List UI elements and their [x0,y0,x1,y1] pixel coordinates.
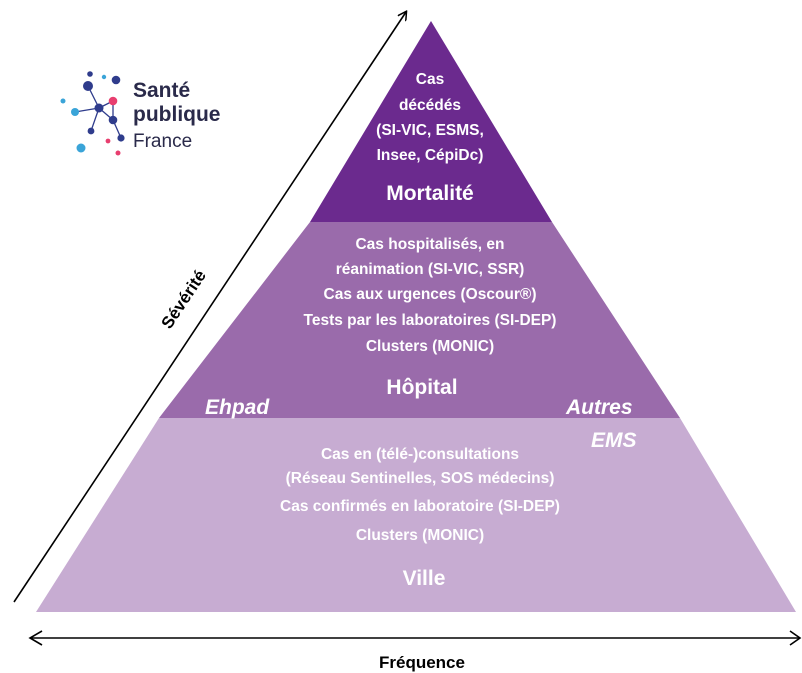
top-tier-line: Cas [416,71,444,88]
ehpad-label: Ehpad [205,396,270,419]
top-tier-text: Cas décédés (SI-VIC, ESMS, Insee, CépiDc… [376,71,484,205]
middle-tier-title: Hôpital [386,376,457,399]
top-tier-line: Insee, CépiDc) [377,147,484,164]
frequency-axis-right-arrowhead [789,630,802,646]
pyramid-tier-top [310,21,552,222]
middle-tier-line: Cas hospitalisés, en [355,236,504,253]
middle-tier-line: Tests par les laboratoires (SI-DEP) [304,312,557,329]
bottom-tier-line: Cas confirmés en laboratoire (SI-DEP) [280,498,560,515]
bottom-tier-line: (Réseau Sentinelles, SOS médecins) [286,470,555,487]
logo-text-publique: publique [133,103,221,126]
autres-label: Autres [565,396,633,419]
logo-network-icon [60,71,125,156]
logo-text-sante: Santé [133,79,190,102]
frequency-axis-left-arrowhead [28,630,43,646]
bottom-tier-title: Ville [403,567,446,590]
severity-axis-label: Sévérité [158,267,210,333]
pyramid-tier-bottom [36,418,796,612]
frequency-axis-label: Fréquence [379,653,465,672]
middle-tier-line: réanimation (SI-VIC, SSR) [336,261,525,278]
severity-axis-arrow [13,12,406,603]
ems-label: EMS [591,429,637,452]
top-tier-line: (SI-VIC, ESMS, [376,122,484,139]
logo-text-france: France [133,131,192,152]
bottom-tier-line: Cas en (télé-)consultations [321,446,519,463]
middle-tier-text: Cas hospitalisés, en réanimation (SI-VIC… [205,236,633,419]
sante-publique-france-logo: Santé publique France [60,71,221,156]
bottom-tier-text: EMS Cas en (télé-)consultations (Réseau … [280,429,636,590]
top-tier-title: Mortalité [386,182,474,205]
pyramid-tier-middle [159,222,680,418]
bottom-tier-line: Clusters (MONIC) [356,527,484,544]
top-tier-line: décédés [399,97,461,114]
middle-tier-line: Clusters (MONIC) [366,338,494,355]
middle-tier-line: Cas aux urgences (Oscour®) [324,286,537,303]
